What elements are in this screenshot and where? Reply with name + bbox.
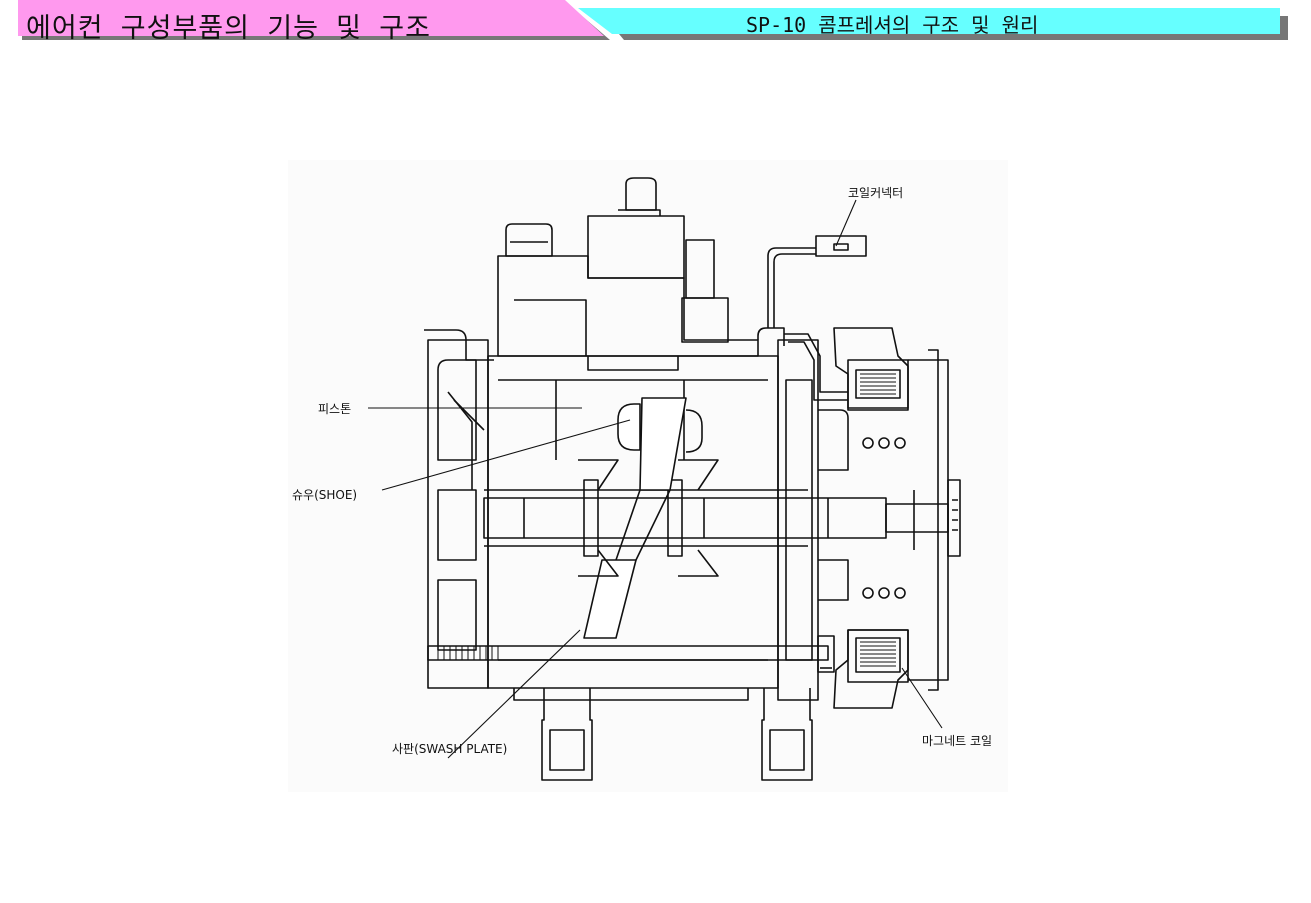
page-title: SP-10 콤프레셔의 구조 및 원리: [746, 13, 1039, 37]
leader-lines: [368, 199, 943, 759]
label-swash-plate: 사판(SWASH PLATE): [392, 742, 508, 756]
section-header-background: [18, 0, 610, 40]
label-magnet-coil: 마그네트 코일: [922, 734, 993, 748]
label-piston: 피스톤: [318, 402, 352, 416]
section-header: 에어컨 구성부품의 기능 및 구조: [0, 0, 620, 44]
compressor-diagram: 코일커넥터 피스톤 슈우(SHOE) 사판(SWASH PLATE) 마그네트 …: [288, 160, 1008, 792]
label-shoe: 슈우(SHOE): [292, 488, 358, 502]
page-header-background: [578, 8, 1288, 40]
page-header: SP-10 콤프레셔의 구조 및 원리: [560, 0, 1311, 44]
section-title: 에어컨 구성부품의 기능 및 구조: [26, 13, 431, 44]
label-coil-connector: 코일커넥터: [848, 186, 904, 200]
top-fitting-left: [505, 223, 553, 257]
top-fitting-right: [681, 239, 729, 343]
compressor-drawing: [288, 160, 1008, 792]
